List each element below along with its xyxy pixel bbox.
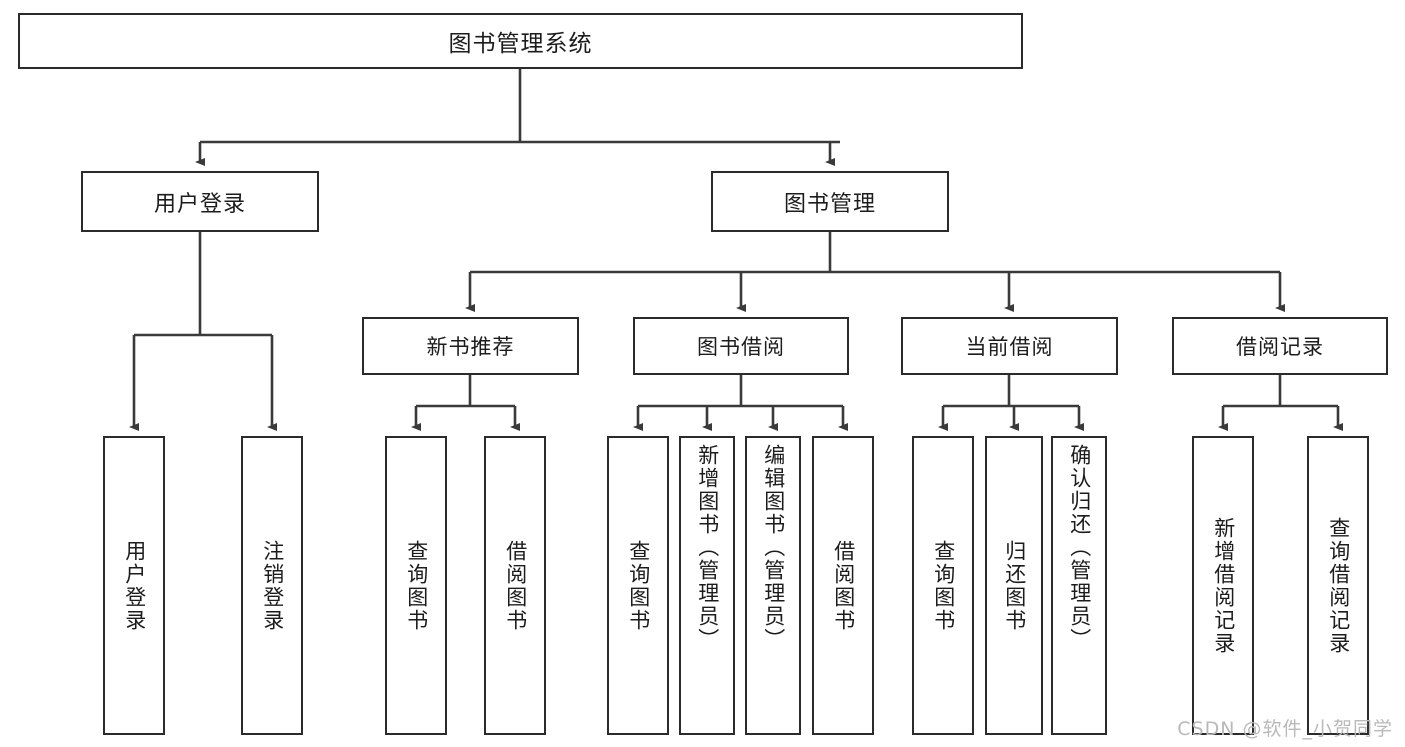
node-leaf-edit-book-label: 编辑图书（管理员）	[761, 444, 786, 651]
node-book-borrow[interactable]: 图书借阅	[633, 317, 849, 375]
node-leaf-user-login[interactable]: 用户登录	[103, 436, 165, 735]
node-leaf-user-login-label: 用户登录	[122, 539, 147, 632]
node-leaf-confirm-return[interactable]: 确认归还（管理员）	[1051, 436, 1107, 735]
node-leaf-add-record-label: 新增借阅记录	[1211, 516, 1236, 655]
node-leaf-borrow-book-label: 借阅图书	[831, 539, 856, 632]
node-leaf-add-book[interactable]: 新增图书（管理员）	[679, 436, 735, 735]
node-current-borrow-label: 当前借阅	[965, 335, 1054, 359]
node-leaf-logout-label: 注销登录	[260, 539, 285, 632]
node-leaf-query-book-current[interactable]: 查询图书	[912, 436, 974, 735]
node-leaf-return-book-label: 归还图书	[1002, 539, 1027, 632]
node-leaf-query-book-rec-label: 查询图书	[404, 539, 429, 632]
node-user-login[interactable]: 用户登录	[81, 171, 319, 232]
node-leaf-query-book-borrow-label: 查询图书	[626, 539, 651, 632]
node-root-label: 图书管理系统	[448, 31, 593, 57]
node-leaf-borrow-book-rec-label: 借阅图书	[503, 539, 528, 632]
node-leaf-borrow-book-rec[interactable]: 借阅图书	[484, 436, 546, 735]
node-leaf-logout[interactable]: 注销登录	[241, 436, 303, 735]
node-leaf-edit-book[interactable]: 编辑图书（管理员）	[745, 436, 801, 735]
node-book-manage[interactable]: 图书管理	[711, 171, 949, 232]
node-book-manage-label: 图书管理	[783, 191, 876, 217]
node-borrow-record-label: 借阅记录	[1236, 335, 1324, 359]
node-leaf-query-record[interactable]: 查询借阅记录	[1307, 436, 1369, 735]
node-book-borrow-label: 图书借阅	[697, 335, 785, 359]
node-new-book-rec[interactable]: 新书推荐	[362, 317, 579, 375]
node-current-borrow[interactable]: 当前借阅	[901, 317, 1118, 375]
node-leaf-add-record[interactable]: 新增借阅记录	[1192, 436, 1254, 735]
node-user-login-label: 用户登录	[153, 191, 246, 217]
node-leaf-query-book-current-label: 查询图书	[931, 539, 956, 632]
node-leaf-confirm-return-label: 确认归还（管理员）	[1067, 444, 1092, 651]
node-leaf-query-book-borrow[interactable]: 查询图书	[607, 436, 669, 735]
node-borrow-record[interactable]: 借阅记录	[1172, 317, 1388, 375]
node-root[interactable]: 图书管理系统	[18, 13, 1023, 69]
node-leaf-query-book-rec[interactable]: 查询图书	[385, 436, 447, 735]
node-new-book-rec-label: 新书推荐	[426, 335, 515, 359]
watermark-text: CSDN @软件_小贺同学	[1177, 718, 1393, 740]
node-leaf-return-book[interactable]: 归还图书	[985, 436, 1043, 735]
node-leaf-add-book-label: 新增图书（管理员）	[695, 444, 720, 651]
node-leaf-query-record-label: 查询借阅记录	[1326, 516, 1351, 655]
node-leaf-borrow-book[interactable]: 借阅图书	[812, 436, 874, 735]
